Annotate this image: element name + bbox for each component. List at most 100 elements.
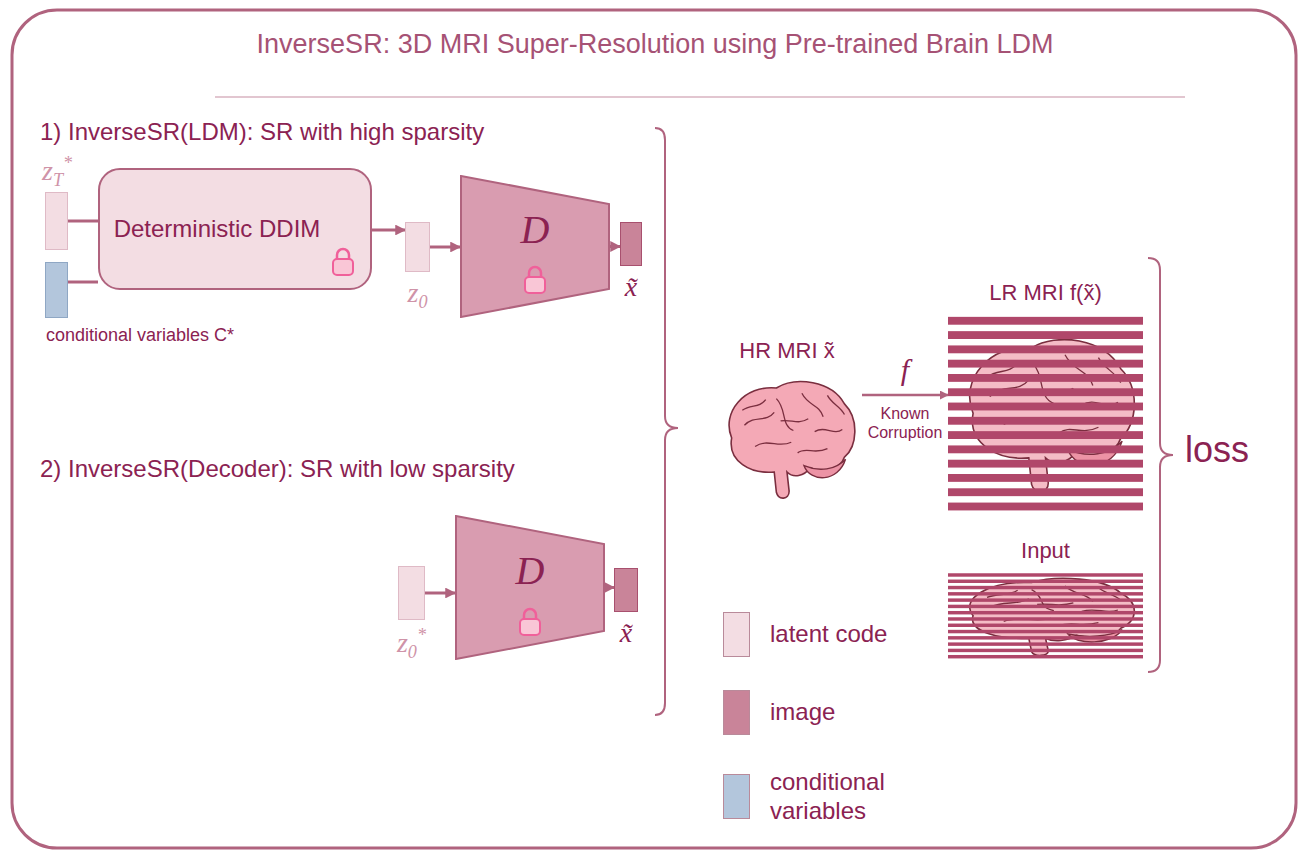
brain-illustration: [712, 372, 862, 505]
missing-slice-band: [948, 617, 1143, 620]
missing-slice-band: [948, 642, 1143, 645]
missing-slice-band: [948, 598, 1143, 601]
brain-outline: [729, 382, 855, 498]
outer-frame: [12, 10, 1296, 848]
symbol-superscript: *: [63, 153, 72, 173]
missing-slice-band: [948, 655, 1143, 658]
flow-connector: [610, 245, 620, 248]
flow-connector: [68, 281, 98, 284]
hr-brain-figure: HR MRI x̃: [712, 338, 862, 505]
symbol-base: z: [397, 627, 408, 658]
figure-caption: HR MRI x̃: [712, 338, 862, 364]
image-box: x̃: [620, 222, 642, 266]
legend-label: latent code: [770, 620, 887, 649]
latent-code-box: z0*: [398, 566, 425, 620]
brain-gyrus: [744, 412, 774, 425]
brain-gyrus: [815, 429, 843, 431]
missing-slice-band: [948, 445, 1143, 453]
loss-bracket: [1148, 258, 1173, 672]
title-rule: [215, 96, 1185, 98]
decoder-trapezoid: D: [460, 175, 610, 318]
flow-connector: [862, 394, 948, 397]
symbol-label: z0*: [397, 625, 426, 663]
latent-code-box: z0: [405, 222, 430, 272]
missing-slice-band: [948, 374, 1143, 382]
image-box: x̃: [614, 568, 638, 612]
missing-slice-band: [948, 345, 1143, 353]
brain-gyrus: [776, 399, 793, 431]
brain-gyrus: [742, 400, 765, 411]
missing-slice-band: [948, 388, 1143, 396]
brain-gyrus: [1037, 603, 1073, 605]
flow-connector: [68, 220, 98, 223]
decoder-trapezoid: D: [455, 515, 605, 660]
symbol-base: z: [42, 155, 53, 186]
brain-illustration: [948, 572, 1143, 660]
corruption-note: Known Corruption: [866, 404, 944, 442]
symbol-subscript: 0: [408, 642, 417, 662]
flow-connector: [425, 592, 455, 595]
missing-slice-band: [948, 331, 1143, 339]
frozen-lock-icon: [517, 606, 543, 638]
missing-slice-band: [948, 580, 1143, 583]
missing-slice-band: [948, 624, 1143, 627]
missing-slice-band: [948, 611, 1143, 614]
legend-entry: image: [723, 690, 835, 735]
symbol-label: x̃: [620, 617, 632, 649]
flow-connector: [372, 229, 405, 232]
symbol-subscript: 0: [418, 292, 427, 312]
missing-slice-band: [948, 460, 1143, 468]
missing-slice-band: [948, 417, 1143, 425]
symbol-label: z0: [408, 277, 428, 313]
brain-illustration: [948, 314, 1143, 514]
legend-label: conditional variables: [770, 768, 940, 826]
brain-gyrus: [798, 449, 828, 453]
flow-connector: [605, 586, 614, 589]
section-heading: 1) InverseSR(LDM): SR with high sparsity: [40, 118, 484, 147]
symbol-superscript: *: [417, 625, 426, 645]
missing-slice-band: [948, 630, 1143, 633]
frozen-lock-icon: [330, 246, 356, 278]
loss-label: loss: [1185, 428, 1249, 471]
legend-swatch: [723, 690, 750, 735]
symbol-label: zT*: [42, 153, 72, 191]
missing-slice-band: [948, 317, 1143, 325]
flow-connector: [430, 246, 460, 249]
brain-gyrus: [755, 442, 791, 446]
missing-slice-band: [948, 649, 1143, 652]
legend-swatch: [723, 774, 750, 819]
ddim-box: Deterministic DDIM: [98, 168, 372, 290]
missing-slice-band: [948, 592, 1143, 595]
legend-swatch: [723, 612, 750, 657]
box-label: Deterministic DDIM: [114, 215, 321, 243]
legend-entry: conditional variables: [723, 768, 940, 826]
brain-gyrus: [1032, 362, 1054, 404]
missing-slice-band: [948, 474, 1143, 482]
missing-slice-band: [948, 605, 1143, 608]
box-label: D: [521, 206, 550, 253]
method-bracket: [655, 128, 678, 715]
frozen-lock-icon: [522, 264, 548, 296]
symbol-label: conditional variables C*: [46, 325, 234, 346]
brain-gyrus: [827, 395, 844, 414]
box-label: D: [516, 547, 545, 594]
conditional-variables-box: conditional variables C*: [45, 262, 68, 318]
input-brain-figure: Input: [948, 538, 1143, 660]
figure-caption: Input: [948, 538, 1143, 564]
symbol-label: x̃: [625, 271, 637, 303]
missing-slice-band: [948, 360, 1143, 368]
legend-entry: latent code: [723, 612, 887, 657]
diagram-title: InverseSR: 3D MRI Super-Resolution using…: [0, 28, 1310, 60]
missing-slice-band: [948, 431, 1143, 439]
missing-slice-band: [948, 488, 1143, 496]
brain-cerebellum: [804, 459, 845, 477]
symbol-subscript: T: [53, 170, 63, 190]
missing-slice-band: [948, 586, 1143, 589]
missing-slice-band: [948, 573, 1143, 576]
brain-gyrus: [781, 419, 809, 422]
missing-slice-band: [948, 403, 1143, 411]
latent-code-box: zT*: [45, 192, 68, 250]
symbol-base: z: [408, 277, 419, 308]
legend-label: image: [770, 698, 835, 727]
missing-slice-band: [948, 636, 1143, 639]
